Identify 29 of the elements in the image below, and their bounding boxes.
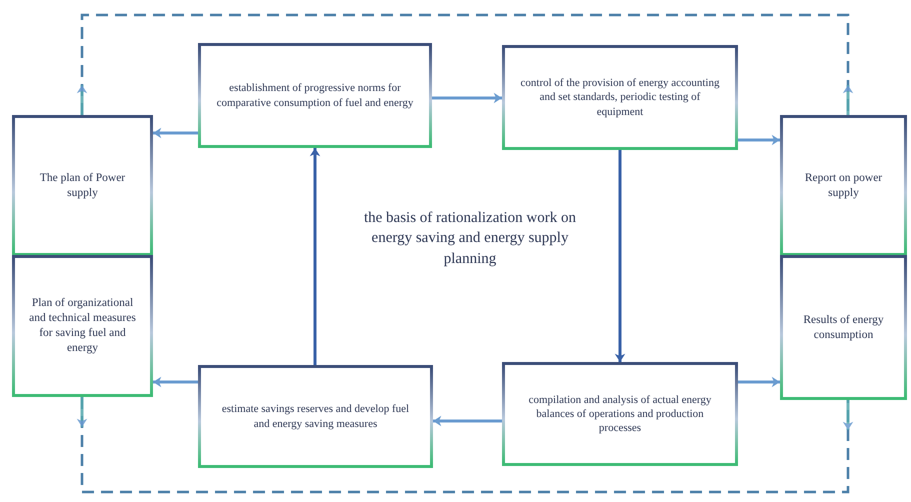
arrow bbox=[153, 376, 198, 388]
report-box bbox=[780, 255, 907, 400]
arrow bbox=[76, 397, 88, 427]
arrow bbox=[842, 400, 854, 430]
box-text: The plan of Power supply bbox=[38, 170, 126, 200]
process-box bbox=[502, 362, 738, 466]
box-text: estimate savings reserves and develop fuel and energy saving measures bbox=[220, 402, 410, 431]
plan-box bbox=[12, 255, 153, 397]
box-text: establishment of progressive norms for comparative consumption of fuel and energy bbox=[216, 81, 414, 110]
process-box bbox=[198, 43, 432, 148]
process-box bbox=[198, 365, 433, 468]
process-box bbox=[502, 45, 738, 150]
arrow bbox=[433, 416, 502, 426]
arrow bbox=[76, 85, 88, 115]
arrow bbox=[310, 148, 320, 365]
box-text: Results of energy consumption bbox=[802, 312, 885, 342]
arrow bbox=[153, 128, 198, 138]
box-text: Plan of organizational and technical measures for saving fuel and energy bbox=[29, 296, 136, 356]
box-text: Report on power supply bbox=[804, 170, 884, 200]
arrow bbox=[842, 85, 854, 115]
center-note: the basis of rationalization work on energy saving and energy supply planning bbox=[362, 209, 578, 268]
arrow bbox=[614, 150, 626, 362]
box-text: control of the provision of energy accounting and set standards, periodic testing of equipment bbox=[520, 76, 720, 119]
box-text: compilation and analysis of actual energy balances of operations and production processes bbox=[528, 392, 712, 436]
arrow bbox=[432, 92, 502, 104]
arrow bbox=[738, 376, 780, 388]
arrow bbox=[738, 134, 780, 146]
report-box bbox=[780, 115, 907, 256]
plan-box bbox=[12, 115, 153, 256]
